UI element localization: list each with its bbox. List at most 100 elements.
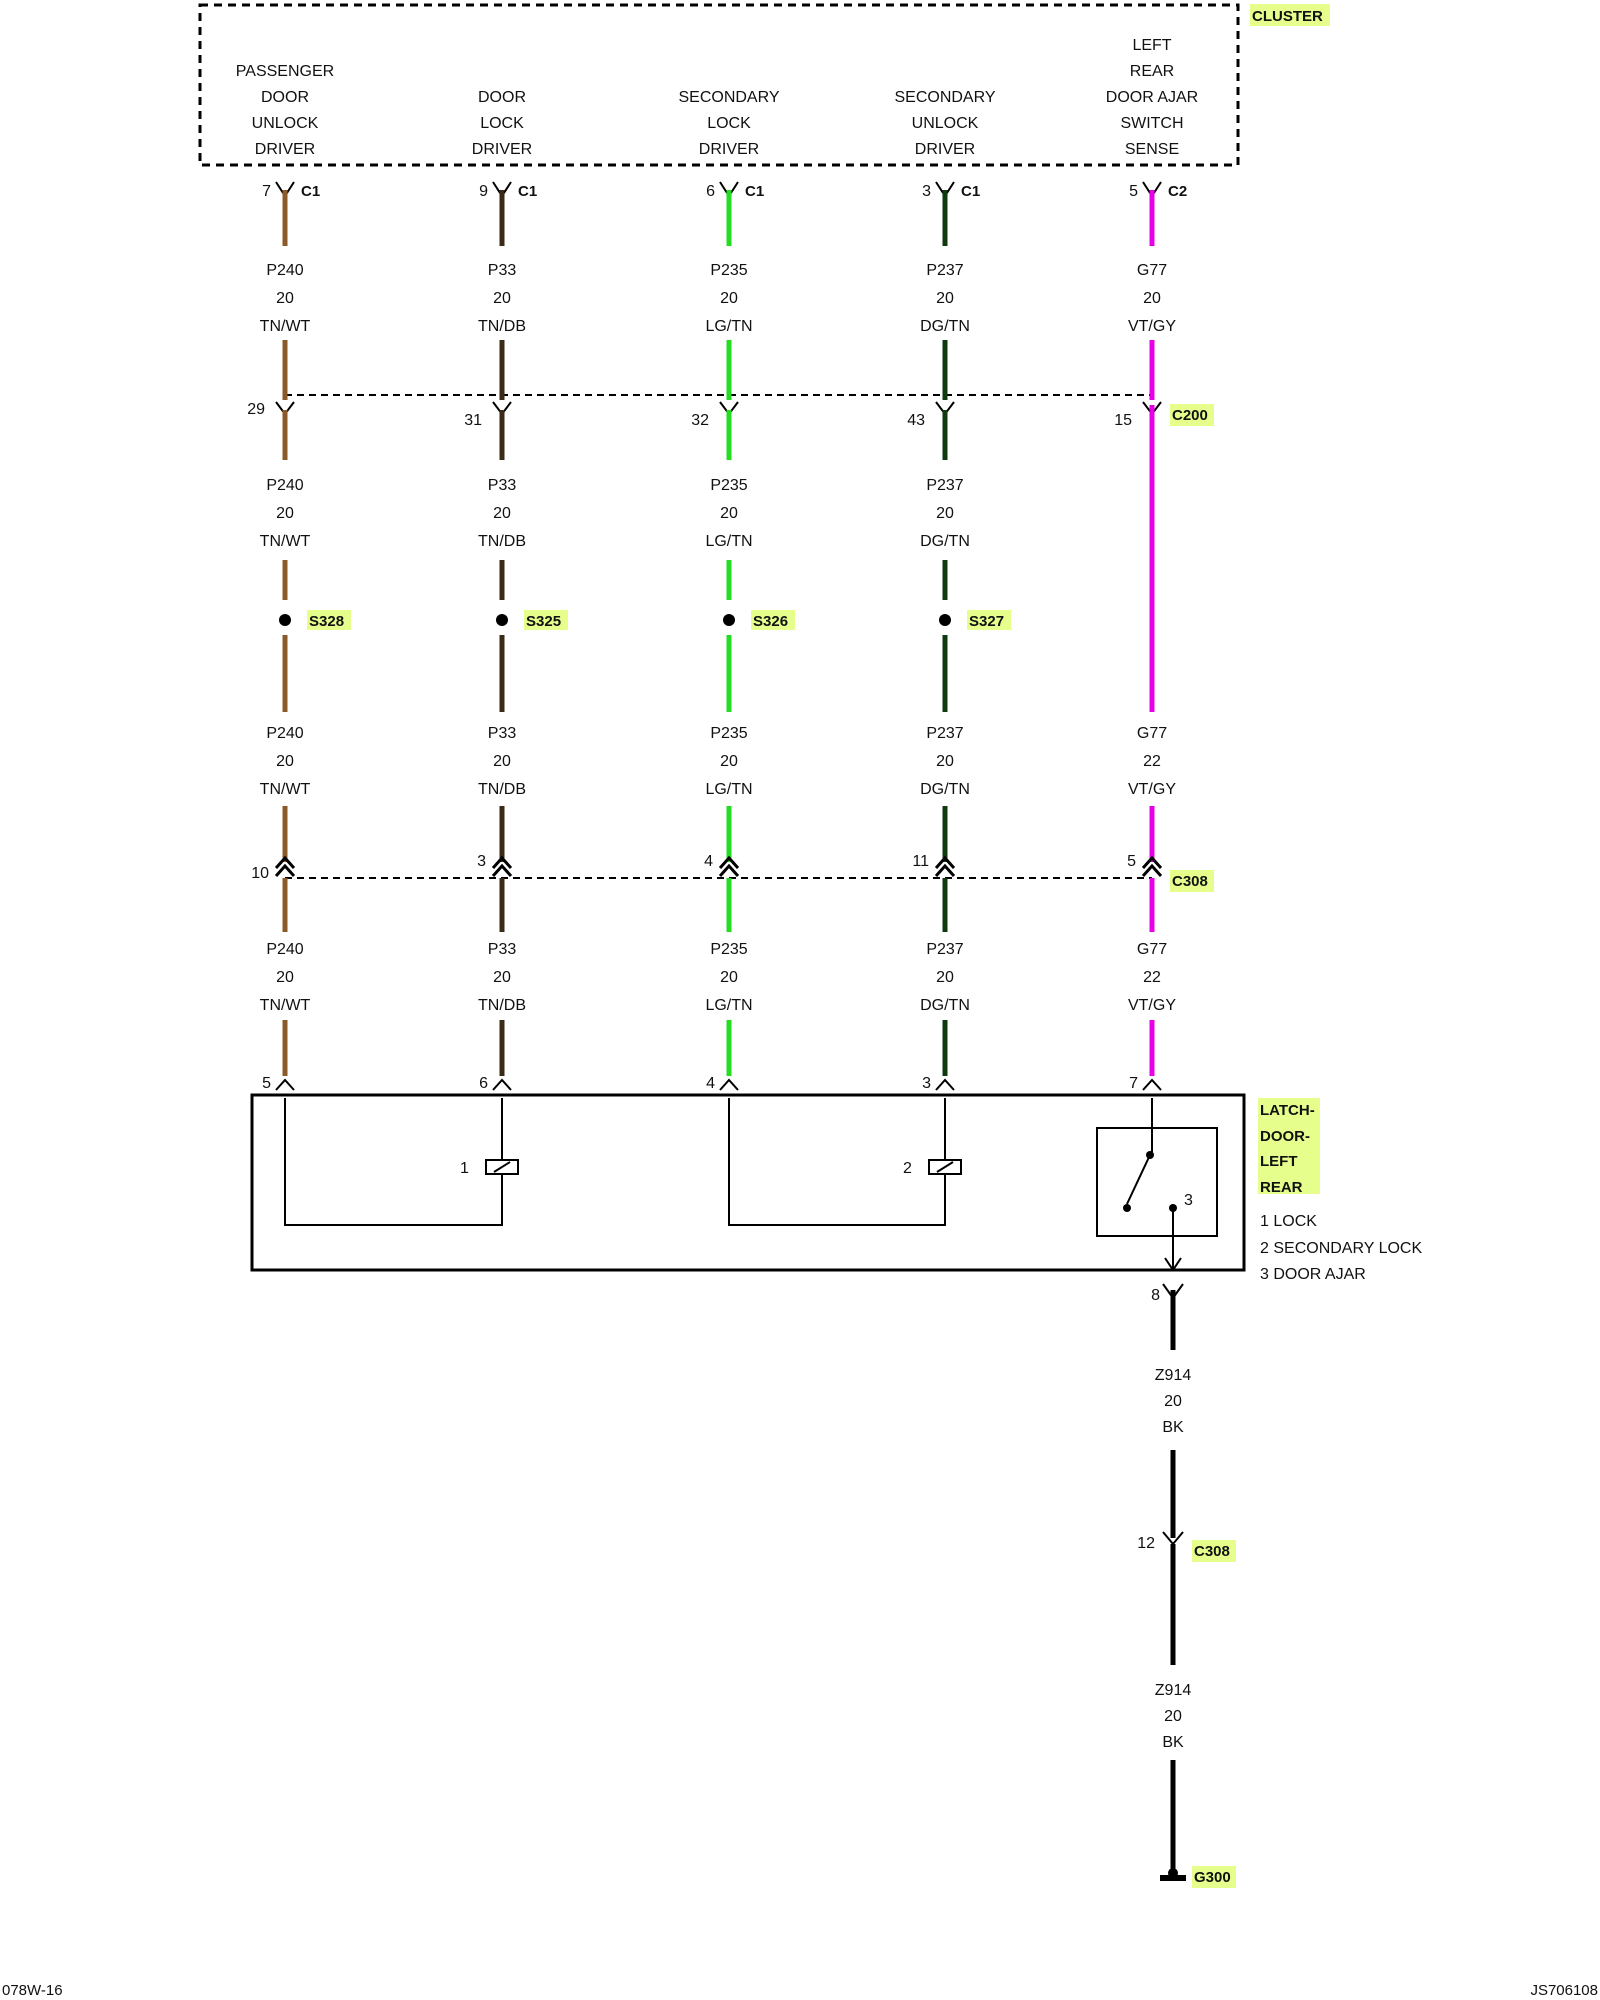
circuit-4-seg1-0: P237 [926, 262, 963, 279]
circuit-1-seg4-2: TN/WT [260, 997, 311, 1014]
circuit-4-latch-pin: 3 [922, 1075, 931, 1092]
circuit-1-splice-bg [307, 610, 351, 630]
ground-symbol-dot [1168, 1868, 1178, 1878]
latch-title-3: LEFT [1260, 1153, 1298, 1170]
cluster-col-4: SECONDARY UNLOCK DRIVER [894, 89, 995, 158]
circuit-4-seg4-2: DG/TN [920, 997, 970, 1014]
footer-right: JS706108 [1530, 1982, 1598, 1999]
circuit-4-c308-pin: 11 [912, 853, 929, 870]
circuit-4-seg1-2: DG/TN [920, 318, 970, 335]
cluster-col-5-line4: SWITCH [1120, 115, 1183, 132]
circuit-1-seg3-1: 20 [276, 753, 294, 770]
circuit-1-seg2-0: P240 [266, 477, 303, 494]
cluster-col-2-line3: DRIVER [472, 141, 532, 158]
circuit-4-c308-chev-1 [934, 855, 956, 870]
secondary-lock-motor-loop [728, 1098, 946, 1226]
circuit-1-c200-pin: 29 [247, 401, 265, 418]
circuit-5-seg4-2: VT/GY [1128, 997, 1176, 1014]
circuit-3-seg3-0: P235 [710, 725, 747, 742]
circuit-4-splice-dot [939, 614, 951, 626]
cluster-col-3-line3: DRIVER [699, 141, 759, 158]
circuit-2-splice-dot [496, 614, 508, 626]
circuit-2-seg1-1: 20 [493, 290, 511, 307]
circuit-3-latch-fork [719, 1078, 739, 1091]
cluster-box [198, 3, 1240, 167]
circuit-3-seg3-1: 20 [720, 753, 738, 770]
circuit-2-cluster-pin: 9 [479, 183, 488, 200]
c200-label-bg [1170, 404, 1214, 426]
circuit-2-c308-pin: 3 [477, 853, 486, 870]
circuit-1-c308-chev-2 [274, 863, 296, 878]
cluster-col-2-line1: DOOR [478, 89, 526, 106]
circuit-5-seg4-0: G77 [1137, 941, 1167, 958]
circuit-1-seg1-0: P240 [266, 262, 303, 279]
circuit-4-c200-pin: 43 [907, 412, 925, 429]
circuit-3-splice-bg [751, 610, 795, 630]
circuit-2-c308-chev-2 [491, 863, 513, 878]
circuit-2-seg1-0: P33 [488, 262, 517, 279]
cluster-col-1-line2: DOOR [261, 89, 309, 106]
cluster-col-5-line1: LEFT [1132, 37, 1171, 54]
circuit-4-seg4-1: 20 [936, 969, 954, 986]
circuit-3-c200-pin: 32 [691, 412, 709, 429]
circuit-5-c200-pin: 15 [1114, 412, 1132, 429]
circuit-1-splice-dot [279, 614, 291, 626]
circuit-1-seg3-2: TN/WT [260, 781, 311, 798]
circuit-2-seg3-0: P33 [488, 725, 517, 742]
circuit-5-cluster-pin: 5 [1129, 183, 1138, 200]
motor2-label: 2 [903, 1160, 912, 1177]
latch-title-2: DOOR- [1260, 1128, 1310, 1145]
circuit-2-seg3-1: 20 [493, 753, 511, 770]
cluster-col-5: LEFT REAR DOOR AJAR SWITCH SENSE [1106, 37, 1198, 158]
cluster-title-bg [1250, 4, 1330, 26]
circuit-2-latch-fork [492, 1078, 512, 1091]
switch-contact-bottom [1123, 1204, 1131, 1212]
circuit-1-seg2-2: TN/WT [260, 533, 311, 550]
circuit-3-cluster-conn: C1 [745, 183, 764, 200]
circuit-2-seg2-1: 20 [493, 505, 511, 522]
circuit-4-latch-fork [935, 1078, 955, 1091]
circuit-3-seg2-0: P235 [710, 477, 747, 494]
latch-box [250, 1093, 1246, 1272]
circuit-5-c308-chev-1 [1141, 855, 1163, 870]
circuit-1-seg3-0: P240 [266, 725, 303, 742]
lock-motor-slash [493, 1161, 511, 1173]
motor1-label: 1 [460, 1160, 469, 1177]
ground-seg1-circuit: Z914 [1155, 1367, 1192, 1384]
c308-label-bg [1170, 870, 1214, 892]
circuit-5-cluster-conn: C2 [1168, 183, 1187, 200]
circuit-5-latch-fork [1142, 1078, 1162, 1091]
circuit-1-seg4-1: 20 [276, 969, 294, 986]
switch-arm [1126, 1154, 1151, 1205]
ground-c308-bg [1192, 1540, 1236, 1562]
circuit-2-cluster-conn: C1 [518, 183, 537, 200]
latch-title-bg [1258, 1098, 1320, 1194]
circuit-1-cluster-pin: 7 [262, 183, 271, 200]
circuit-3-c308-chev-2 [718, 863, 740, 878]
ground-latch-pin: 8 [1151, 1287, 1160, 1304]
cluster-title: CLUSTER [1252, 8, 1323, 25]
latch-legend-2: 2 SECONDARY LOCK [1260, 1240, 1422, 1257]
circuit-3-splice-dot [723, 614, 735, 626]
circuit-2-c308-chev-1 [491, 855, 513, 870]
circuit-3-seg4-0: P235 [710, 941, 747, 958]
circuit-4-seg3-2: DG/TN [920, 781, 970, 798]
circuit-3-seg4-1: 20 [720, 969, 738, 986]
circuit-5-latch-pin: 7 [1129, 1075, 1138, 1092]
circuit-3-seg1-2: LG/TN [705, 318, 752, 335]
cluster-col-5-line3: DOOR AJAR [1106, 89, 1198, 106]
circuit-5-c308-chev-2 [1141, 863, 1163, 878]
ground-c308-pin: 12 [1137, 1535, 1155, 1552]
circuit-3-seg1-1: 20 [720, 290, 738, 307]
footer-left: 078W-16 [2, 1982, 63, 1999]
cluster-col-3-line2: LOCK [707, 115, 751, 132]
circuit-1-seg4-0: P240 [266, 941, 303, 958]
cluster-col-5-line2: REAR [1130, 63, 1174, 80]
circuit-1-latch-fork [275, 1078, 295, 1091]
latch-legend-1: 1 LOCK [1260, 1213, 1317, 1230]
circuit-5-seg1-2: VT/GY [1128, 318, 1176, 335]
cluster-col-1-line4: DRIVER [255, 141, 315, 158]
circuit-2-c200-pin: 31 [464, 412, 482, 429]
